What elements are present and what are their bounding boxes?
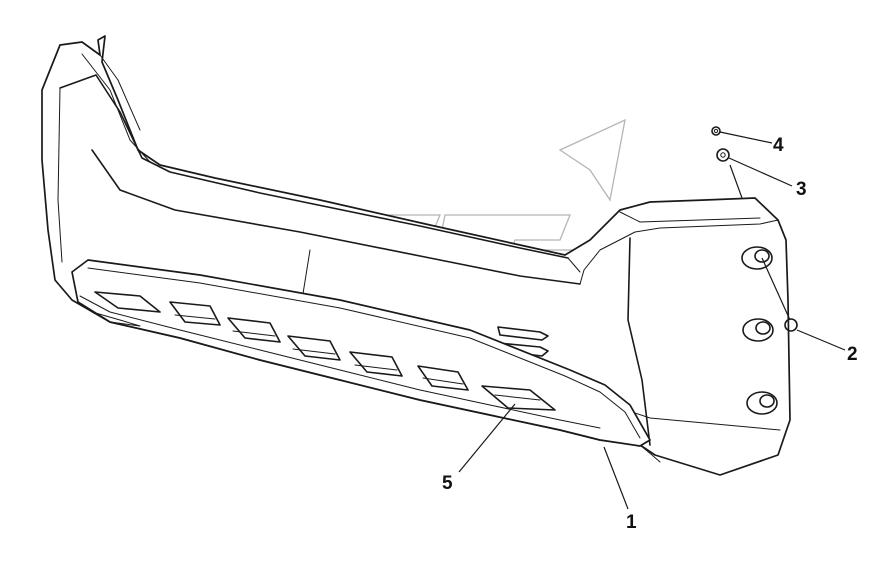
part-2-clip <box>784 318 798 332</box>
leader-line-3-to-part <box>729 164 743 199</box>
callout-label-3: 3 <box>796 179 807 200</box>
callout-label-5: 5 <box>442 473 453 494</box>
part-3-washer <box>716 148 730 162</box>
callout-label-2: 2 <box>847 344 858 365</box>
leader-line-3 <box>728 157 793 187</box>
lower-diffuser-trim <box>71 259 651 447</box>
rear-bumper-cover <box>41 35 791 476</box>
leader-line-5 <box>458 403 516 473</box>
leader-line-4 <box>719 131 773 144</box>
leader-line-1 <box>603 446 629 510</box>
mounting-boss <box>741 246 773 270</box>
mounting-boss <box>742 318 774 342</box>
callout-label-1: 1 <box>626 512 637 533</box>
leader-line-2 <box>796 329 846 351</box>
callout-label-4: 4 <box>773 135 784 156</box>
mounting-boss <box>746 391 778 415</box>
part-4-nut <box>711 126 721 136</box>
leader-line-2-to-part <box>761 257 791 321</box>
